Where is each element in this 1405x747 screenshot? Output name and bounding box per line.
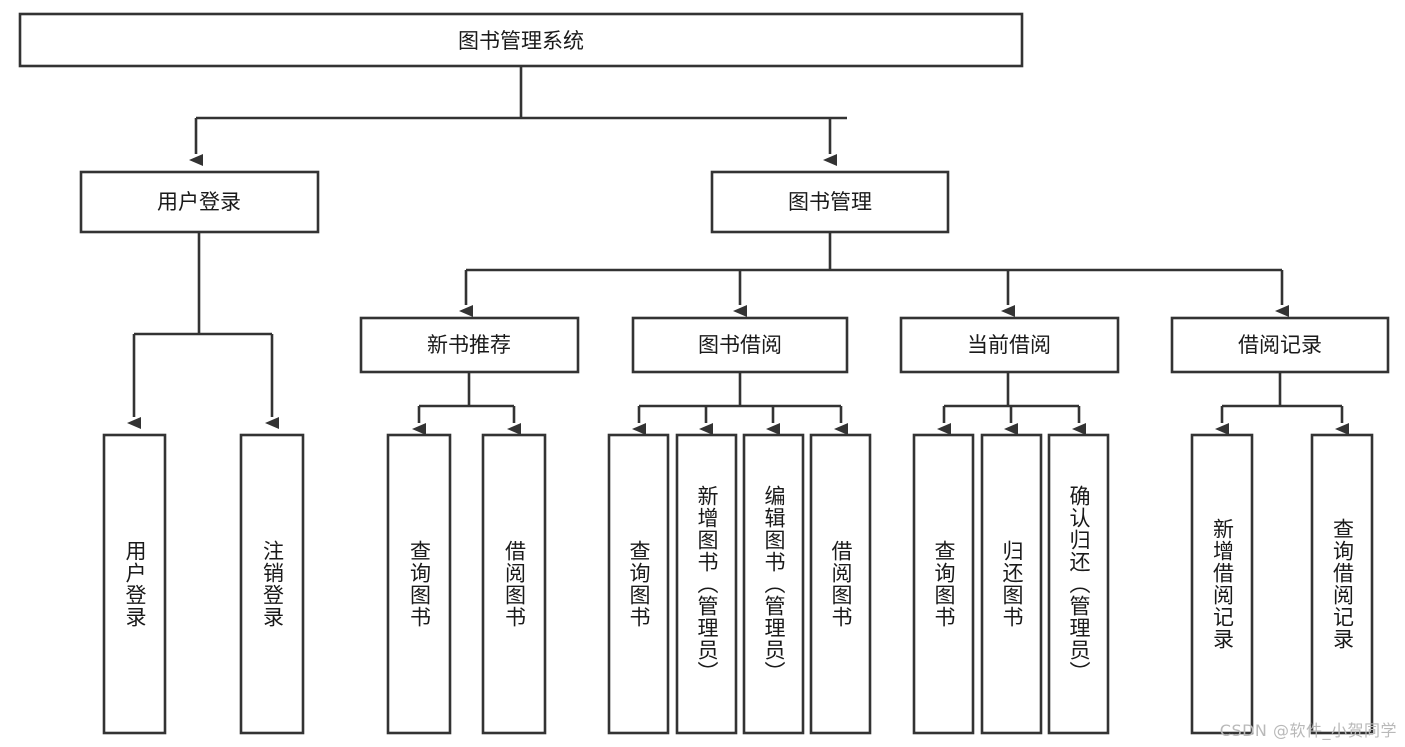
connector-bookmanage-to-level2 xyxy=(459,233,1289,317)
node-new-book-rec-label: 新书推荐 xyxy=(427,333,511,357)
leaf-box-add-book[interactable] xyxy=(675,433,738,735)
leaf-box-return-book[interactable] xyxy=(980,433,1043,735)
leaf-box-query-book-3[interactable] xyxy=(912,433,975,735)
connector-root-to-level1 xyxy=(189,66,847,166)
leaf-box-user-login[interactable] xyxy=(102,433,167,735)
connector-borrowrecord-to-leaves xyxy=(1215,372,1349,435)
node-current-borrow[interactable]: 当前借阅 xyxy=(899,316,1120,374)
node-book-manage-label: 图书管理 xyxy=(788,190,872,214)
leaf-box-edit-book[interactable] xyxy=(742,433,805,735)
leaf-box-query-book-1[interactable] xyxy=(386,433,452,735)
connector-bookborrow-to-leaves xyxy=(632,372,848,435)
leaf-box-confirm-return[interactable] xyxy=(1047,433,1110,735)
node-book-borrow[interactable]: 图书借阅 xyxy=(631,316,849,374)
leaf-box-add-record[interactable] xyxy=(1190,433,1254,735)
connector-userlogin-to-leaves xyxy=(127,233,279,429)
node-new-book-rec[interactable]: 新书推荐 xyxy=(359,316,580,374)
leaf-box-borrow-book-1[interactable] xyxy=(481,433,547,735)
node-root-label: 图书管理系统 xyxy=(458,29,584,53)
node-book-borrow-label: 图书借阅 xyxy=(698,333,782,357)
leaf-box-borrow-book-2[interactable] xyxy=(809,433,872,735)
node-user-login-label: 用户登录 xyxy=(157,190,241,214)
connector-newbook-to-leaves xyxy=(412,372,521,435)
node-book-manage[interactable]: 图书管理 xyxy=(710,170,950,234)
node-borrow-record[interactable]: 借阅记录 xyxy=(1170,316,1390,374)
node-user-login[interactable]: 用户登录 xyxy=(79,170,320,234)
node-borrow-record-label: 借阅记录 xyxy=(1238,333,1322,357)
leaf-box-query-record[interactable] xyxy=(1310,433,1374,735)
node-root[interactable]: 图书管理系统 xyxy=(18,12,1024,68)
leaf-box-logout[interactable] xyxy=(239,433,305,735)
leaf-boxes xyxy=(102,433,1374,735)
connector-currentborrow-to-leaves xyxy=(937,372,1086,435)
leaf-box-query-book-2[interactable] xyxy=(607,433,670,735)
node-current-borrow-label: 当前借阅 xyxy=(967,333,1051,357)
